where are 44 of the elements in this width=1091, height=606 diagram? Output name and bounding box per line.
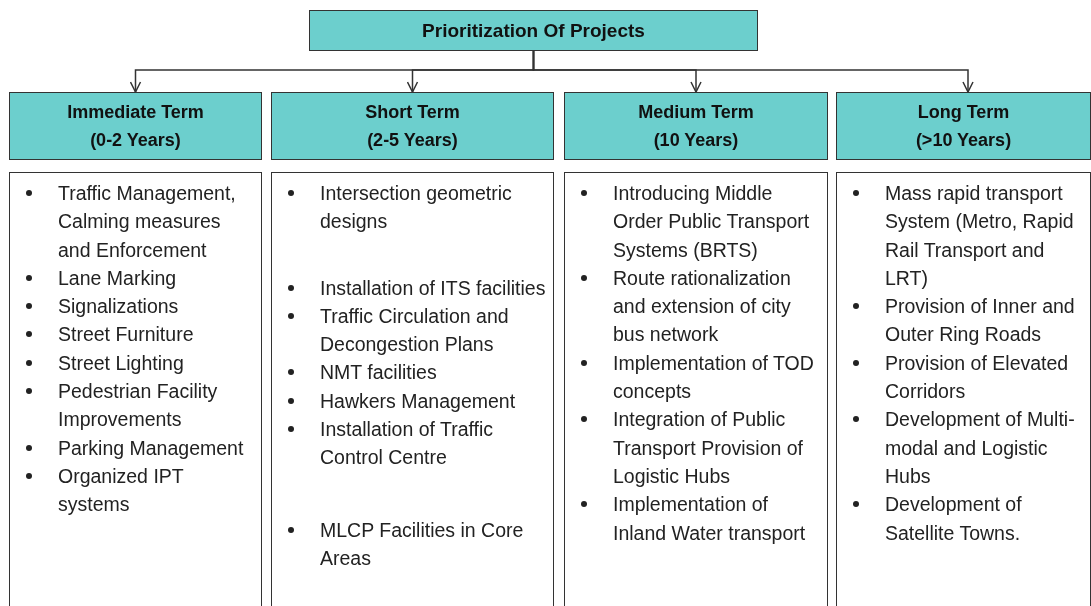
list-item-text: Intersection geometric designs [320, 182, 512, 233]
term-duration: (>10 Years) [915, 129, 1012, 152]
term-name: Medium Term [638, 101, 754, 124]
list-item-text: Parking Management [58, 436, 244, 459]
bullet-list-box [564, 172, 828, 606]
term-duration: (2-5 Years) [367, 129, 458, 152]
title-box [309, 10, 758, 51]
list-item-text: Traffic Circulation and Decongestion Plans [320, 304, 509, 356]
list-item-text: Street Lighting [58, 351, 184, 374]
list-item-text: Mass rapid transport System (Metro, Rapid Rail Transport and LRT) [885, 182, 1074, 289]
list-item-text: Installation of ITS facilities [320, 276, 546, 299]
bullet-list-box [836, 172, 1091, 606]
list-item-text: Implementation of Inland Water transport [613, 493, 806, 544]
term-header-box [9, 92, 262, 160]
term-duration: (0-2 Years) [90, 129, 181, 152]
bullet-list-box [271, 172, 554, 606]
list-item-text: Installation of Traffic Control Centre [320, 418, 494, 469]
list-item-text: Traffic Management, Calming measures and Enforcement [58, 182, 236, 261]
list-item-text: Development of Multi-modal and Logistic Hubs [885, 408, 1075, 487]
list-item-text: Lane Marking [58, 266, 177, 289]
list-item-text: MLCP Facilities in Core Areas [320, 518, 524, 569]
bullet-list-box [9, 172, 262, 606]
list-item-text: Introducing Middle Order Public Transport Systems (BRTS) [613, 182, 810, 261]
list-item-text: Pedestrian Facility Improvements [58, 380, 218, 431]
list-item-text: Signalizations [58, 295, 179, 318]
term-header-box [564, 92, 828, 160]
list-item-text: NMT facilities [320, 361, 437, 384]
term-header-box [836, 92, 1091, 160]
list-item-text: Implementation of TOD concepts [613, 351, 814, 403]
list-item-text: Street Furniture [58, 323, 194, 346]
arrow [532, 50, 974, 93]
term-name: Long Term [917, 101, 1010, 124]
list-item-text: Development of Satellite Towns. [885, 493, 1022, 544]
term-header-box [271, 92, 554, 160]
title-text: Prioritization Of Projects [422, 18, 645, 43]
list-item-text: Hawkers Management [320, 389, 516, 412]
list-item-text: Integration of Public Transport Provision of Logistic Hubs [613, 408, 804, 487]
list-item-text: Provision of Inner and Outer Ring Roads [885, 295, 1075, 346]
term-name: Immediate Term [67, 101, 204, 124]
list-item-text: Provision of Elevated Corridors [885, 351, 1069, 403]
list-item-text: Route rationalization and extension of city bus network [613, 266, 791, 346]
term-name: Short Term [365, 101, 460, 124]
list-item-text: Organized IPT systems [58, 464, 184, 516]
term-duration: (10 Years) [653, 129, 739, 152]
